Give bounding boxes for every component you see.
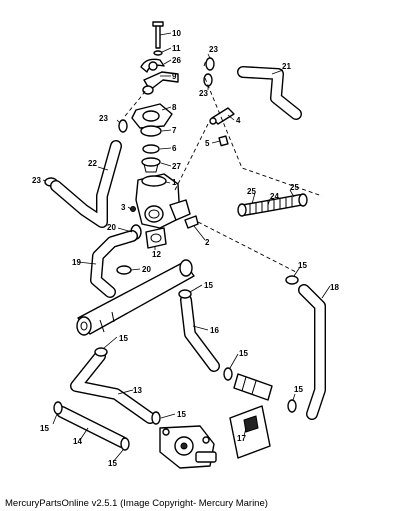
callout-25-right[interactable]: 25 bbox=[290, 183, 299, 192]
callout-23-mid-right[interactable]: 23 bbox=[199, 89, 208, 98]
callout-22[interactable]: 22 bbox=[88, 159, 97, 168]
part-27-thermostat[interactable] bbox=[141, 157, 161, 173]
part-15-clamp-g[interactable] bbox=[120, 437, 130, 451]
part-15-clamp-a[interactable] bbox=[178, 289, 192, 299]
callout-6[interactable]: 6 bbox=[172, 144, 177, 153]
part-15-clamp-e[interactable] bbox=[287, 399, 297, 413]
part-1-thermostat-housing[interactable] bbox=[135, 173, 191, 229]
part-6-seal[interactable] bbox=[142, 144, 160, 154]
part-12-gasket[interactable] bbox=[145, 227, 167, 249]
exhaust-manifold bbox=[76, 259, 195, 336]
part-8-thermostat-cover[interactable] bbox=[131, 103, 173, 129]
part-21-hose[interactable] bbox=[237, 66, 302, 120]
callout-15-a[interactable]: 15 bbox=[204, 281, 213, 290]
callout-15-f[interactable]: 15 bbox=[177, 410, 186, 419]
callout-4[interactable]: 4 bbox=[236, 116, 241, 125]
callout-15-b[interactable]: 15 bbox=[298, 261, 307, 270]
callout-24[interactable]: 24 bbox=[270, 192, 279, 201]
callout-15-d[interactable]: 15 bbox=[239, 349, 248, 358]
part-3-plug[interactable] bbox=[130, 206, 136, 212]
part-14-hose[interactable] bbox=[56, 406, 128, 448]
callout-20-lower[interactable]: 20 bbox=[142, 265, 151, 274]
part-23-clamp-left[interactable] bbox=[118, 119, 128, 133]
callouts: 10 11 26 9 8 7 6 27 1 3 23 23 23 23 4 5 … bbox=[32, 29, 339, 468]
part-16-hose[interactable] bbox=[180, 294, 220, 372]
part-2-fitting[interactable] bbox=[184, 215, 199, 229]
pump-assembly bbox=[159, 425, 217, 469]
callout-23-far-left[interactable]: 23 bbox=[32, 176, 41, 185]
callout-2[interactable]: 2 bbox=[205, 238, 210, 247]
part-15-clamp-b[interactable] bbox=[285, 275, 299, 285]
callout-9[interactable]: 9 bbox=[172, 72, 177, 81]
part-15-clamp-d[interactable] bbox=[223, 367, 233, 381]
callout-11[interactable]: 11 bbox=[172, 44, 181, 53]
dashed-guides bbox=[124, 59, 323, 273]
part-22-hose[interactable] bbox=[50, 140, 122, 228]
part-15-clamp-h[interactable] bbox=[151, 411, 161, 425]
part-18-hose[interactable] bbox=[298, 284, 326, 420]
callout-15-g[interactable]: 15 bbox=[40, 424, 49, 433]
part-25-clamp-left[interactable] bbox=[237, 203, 247, 217]
callout-27[interactable]: 27 bbox=[172, 162, 181, 171]
part-10-bolt[interactable] bbox=[152, 21, 164, 49]
leader-lines bbox=[42, 32, 331, 463]
callout-15-e[interactable]: 15 bbox=[294, 385, 303, 394]
callout-18[interactable]: 18 bbox=[330, 283, 339, 292]
callout-15-c[interactable]: 15 bbox=[119, 334, 128, 343]
callout-12[interactable]: 12 bbox=[152, 250, 161, 259]
callout-20-upper[interactable]: 20 bbox=[107, 223, 116, 232]
part-23-clamp-right-top[interactable] bbox=[205, 57, 215, 71]
callout-21[interactable]: 21 bbox=[282, 62, 291, 71]
parts-diagram: 10 11 26 9 8 7 6 27 1 3 23 23 23 23 4 5 … bbox=[32, 21, 339, 469]
part-7-gasket[interactable] bbox=[140, 125, 162, 137]
part-11-washer[interactable] bbox=[153, 50, 163, 56]
callout-19[interactable]: 19 bbox=[72, 258, 81, 267]
part-26-bracket[interactable] bbox=[140, 58, 165, 73]
callout-8[interactable]: 8 bbox=[172, 103, 177, 112]
part-19-hose[interactable] bbox=[90, 230, 138, 298]
callout-16[interactable]: 16 bbox=[210, 326, 219, 335]
callout-25-left[interactable]: 25 bbox=[247, 187, 256, 196]
callout-5[interactable]: 5 bbox=[205, 139, 210, 148]
callout-15-h[interactable]: 15 bbox=[108, 459, 117, 468]
callout-23-top-right[interactable]: 23 bbox=[209, 45, 218, 54]
part-17-decal[interactable] bbox=[229, 405, 271, 459]
part-24-hose[interactable] bbox=[238, 194, 306, 216]
part-20-clamp-lower[interactable] bbox=[116, 265, 132, 275]
part-4-fitting[interactable] bbox=[209, 107, 235, 125]
callout-13[interactable]: 13 bbox=[133, 386, 142, 395]
part-15-clamp-f[interactable] bbox=[53, 401, 63, 415]
part-9-elbow[interactable] bbox=[142, 71, 179, 95]
callout-26[interactable]: 26 bbox=[172, 56, 181, 65]
part-13-hose[interactable] bbox=[70, 350, 156, 424]
part-5-fitting[interactable] bbox=[218, 135, 229, 147]
image-caption: MercuryPartsOnline v2.5.1 (Image Copyrig… bbox=[5, 498, 268, 509]
callout-17[interactable]: 17 bbox=[237, 434, 246, 443]
callout-23-left[interactable]: 23 bbox=[99, 114, 108, 123]
callout-3[interactable]: 3 bbox=[121, 203, 126, 212]
part-23-clamp-right-mid[interactable] bbox=[203, 73, 213, 87]
callout-10[interactable]: 10 bbox=[172, 29, 181, 38]
callout-7[interactable]: 7 bbox=[172, 126, 177, 135]
part-15-clamp-c[interactable] bbox=[94, 347, 108, 357]
part-25-clamp-right[interactable] bbox=[298, 193, 308, 207]
drain-fitting bbox=[233, 373, 273, 401]
callout-14[interactable]: 14 bbox=[73, 437, 82, 446]
callout-1[interactable]: 1 bbox=[172, 178, 177, 187]
